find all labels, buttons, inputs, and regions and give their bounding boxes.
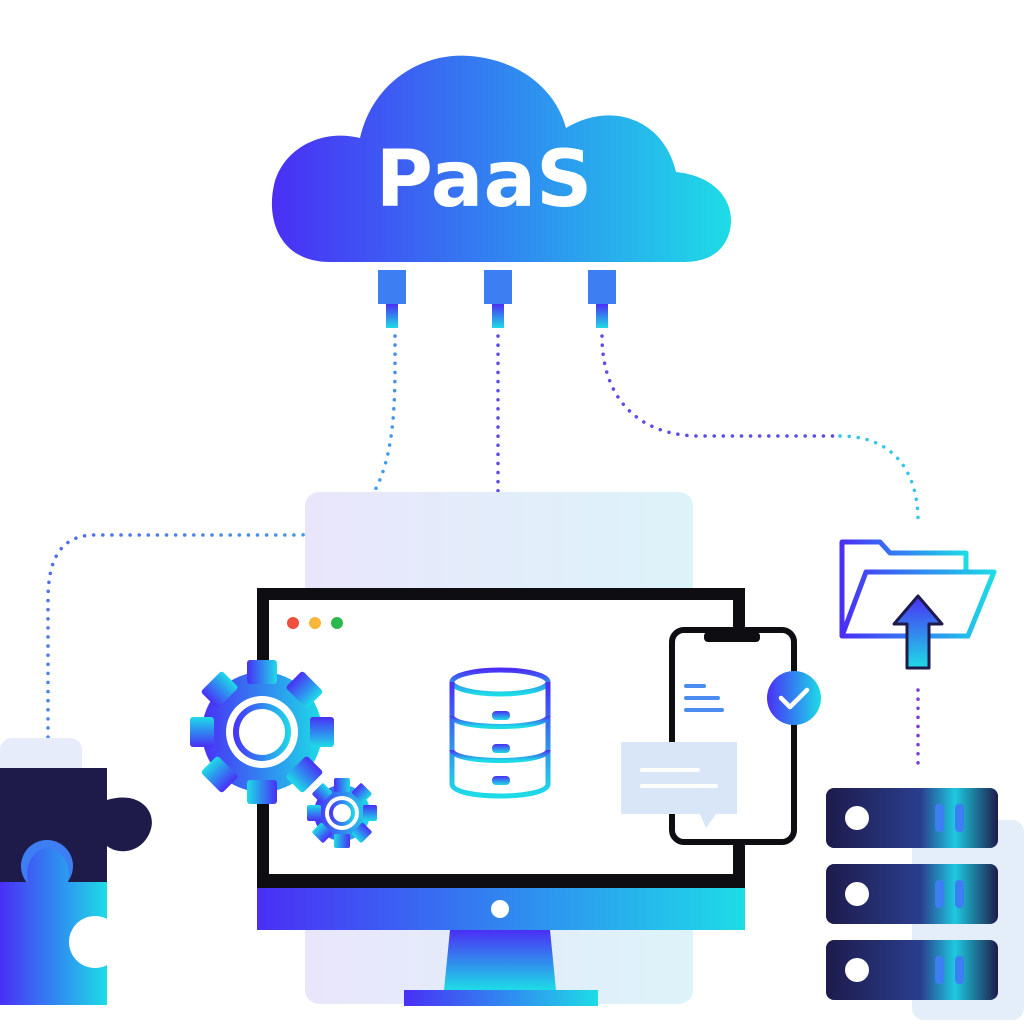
bubble-text-line	[640, 768, 700, 772]
monitor-power-dot	[491, 900, 509, 918]
database-slot	[492, 711, 510, 720]
server-unit	[826, 940, 998, 1000]
database-slot	[492, 744, 510, 753]
server-rack-icon	[826, 788, 998, 1000]
monitor-icon	[257, 588, 745, 1006]
gear-icon	[307, 778, 377, 848]
checkmark-icon	[767, 671, 821, 725]
database-icon	[449, 667, 551, 799]
cloud-label: PaaS	[376, 135, 593, 225]
connector-icon	[378, 270, 406, 328]
puzzle-piece-icon	[0, 848, 121, 1005]
puzzle-piece-icon	[0, 768, 152, 892]
connector-icon	[484, 270, 512, 328]
dotted-line-right	[600, 334, 842, 438]
window-maximize-dot	[331, 617, 343, 629]
folder-upload-icon	[839, 539, 997, 670]
bubble-text-line	[640, 784, 718, 788]
cloud-icon: PaaS	[271, 55, 732, 263]
database-slot	[492, 776, 510, 785]
server-unit	[826, 864, 998, 924]
phone-text-line	[684, 708, 724, 712]
dotted-line-right-end	[838, 434, 920, 522]
server-unit	[826, 788, 998, 848]
window-close-dot	[287, 617, 299, 629]
phone-text-line	[684, 684, 706, 688]
window-minimize-dot	[309, 617, 321, 629]
chat-bubble-icon	[621, 742, 737, 828]
connector-icon	[588, 270, 616, 328]
gear-icon	[190, 660, 334, 804]
phone-text-line	[684, 696, 720, 700]
upload-arrow-icon	[892, 594, 944, 670]
